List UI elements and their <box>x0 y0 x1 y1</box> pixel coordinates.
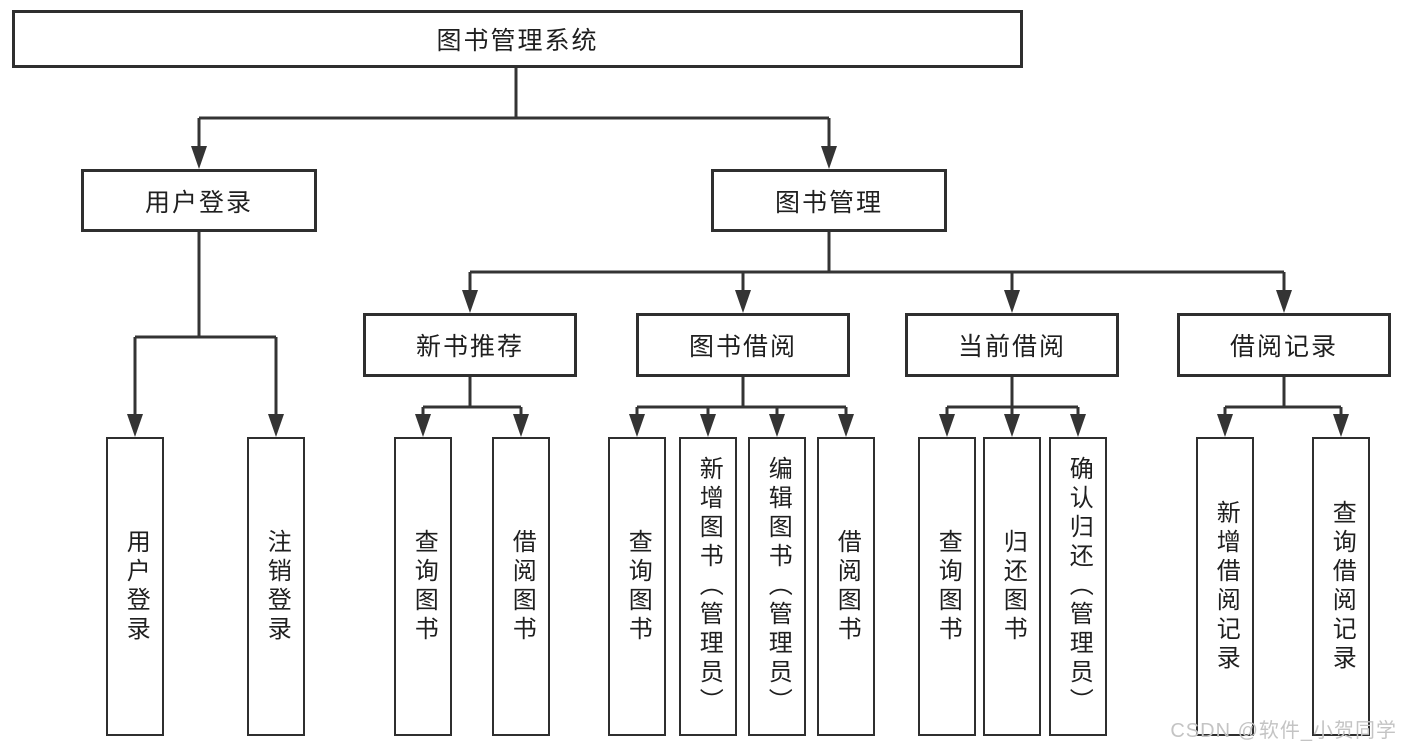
node-label: 查询借阅记录 <box>1328 499 1356 674</box>
node-label: 图书借阅 <box>688 333 797 361</box>
node-label: 借阅图书 <box>833 528 861 645</box>
node-label: 查询图书 <box>410 528 438 645</box>
leaf-edit-books-admin: 编辑图书（管理员） <box>748 437 806 736</box>
node-label: 借阅记录 <box>1229 333 1338 361</box>
node-label: 查询图书 <box>934 528 962 645</box>
node-label: 新增借阅记录 <box>1212 499 1240 674</box>
leaf-logout: 注销登录 <box>247 437 305 736</box>
node-label: 图书管理系统 <box>436 27 599 55</box>
leaf-return-books: 归还图书 <box>983 437 1041 736</box>
node-label: 用户登录 <box>122 528 150 645</box>
node-label: 用户登录 <box>144 188 253 217</box>
node-book-borrowing: 图书借阅 <box>636 313 850 377</box>
leaf-query-books-borrowing: 查询图书 <box>608 437 666 736</box>
node-label: 当前借阅 <box>957 333 1066 361</box>
leaf-add-borrow-record: 新增借阅记录 <box>1196 437 1254 736</box>
arrowheads <box>127 146 1349 437</box>
tree-edges <box>133 68 1343 418</box>
node-book-management: 图书管理 <box>711 169 947 232</box>
node-label: 图书管理 <box>774 188 883 217</box>
leaf-confirm-return-admin: 确认归还（管理员） <box>1049 437 1107 736</box>
node-new-book-recommend: 新书推荐 <box>363 313 577 377</box>
node-borrowing-records: 借阅记录 <box>1177 313 1391 377</box>
leaf-query-books-current: 查询图书 <box>918 437 976 736</box>
leaf-add-books-admin: 新增图书（管理员） <box>679 437 737 736</box>
node-label: 注销登录 <box>263 528 291 645</box>
node-current-borrowing: 当前借阅 <box>905 313 1119 377</box>
node-label: 新书推荐 <box>415 333 524 361</box>
node-root: 图书管理系统 <box>12 10 1023 68</box>
leaf-query-books-recommend: 查询图书 <box>394 437 452 736</box>
csdn-watermark: CSDN @软件_小贺同学 <box>1170 720 1397 742</box>
node-label: 归还图书 <box>999 528 1027 645</box>
leaf-borrow-books: 借阅图书 <box>817 437 875 736</box>
node-label: 查询图书 <box>624 528 652 645</box>
node-label: 编辑图书（管理员） <box>764 456 792 717</box>
leaf-user-login: 用户登录 <box>106 437 164 736</box>
leaf-borrow-books-recommend: 借阅图书 <box>492 437 550 736</box>
leaf-query-borrow-record: 查询借阅记录 <box>1312 437 1370 736</box>
node-label: 新增图书（管理员） <box>695 456 723 717</box>
node-label: 借阅图书 <box>508 528 536 645</box>
node-user-login: 用户登录 <box>81 169 317 232</box>
node-label: 确认归还（管理员） <box>1065 456 1093 717</box>
